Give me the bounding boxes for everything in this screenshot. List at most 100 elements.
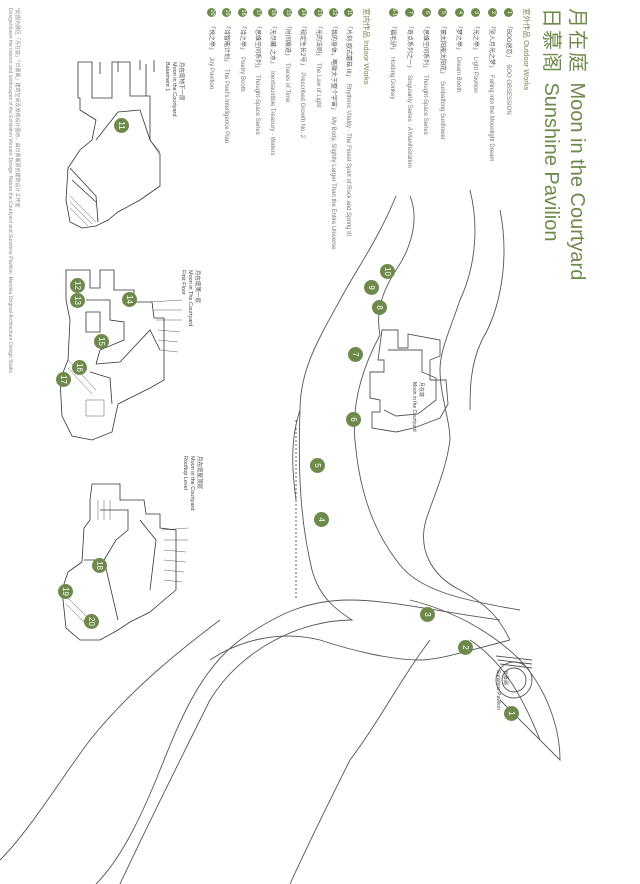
indoor-item-en: Rhythmic Vitality · The Finest Spirit of… <box>345 83 351 237</box>
outdoor-item-cn: 「梦之亭」 <box>455 23 462 54</box>
road-left-2 <box>289 639 431 884</box>
indoor-item[interactable]: 16 「无尽藏·之水」 Inexhaustible Treasury · Water… <box>266 8 278 155</box>
indoor-item-en: Prescribed Growth No. 2 <box>299 72 306 139</box>
indoor-item-number: 11 <box>344 8 354 17</box>
indoor-item-number: 12 <box>328 8 338 17</box>
outdoor-item-en: Thought-Space Series <box>422 75 429 135</box>
road-upper <box>423 189 511 641</box>
outdoor-item[interactable]: 6 「思维空间系列」 Thought-Space Series <box>420 8 432 135</box>
indoor-item[interactable]: 12 「我的身体，略微大于整个宇宙」 My Body, Slightly Large… <box>327 8 339 250</box>
indoor-item-cn: 「光的法则」 <box>314 23 321 60</box>
outdoor-item-en: Singularity Series · A Manifestation <box>406 75 412 168</box>
title-en-2: Sunshine Pavilion <box>540 82 562 242</box>
outdoor-item-en: Falling into the Moonlight Dream <box>488 75 495 162</box>
indoor-item-cn: 「悦之亭」 <box>208 23 215 54</box>
footnote-line-2: Design/drawn the interior and landscapes… <box>7 8 13 374</box>
peninsula-inner <box>469 639 541 741</box>
shore-line <box>292 409 301 501</box>
outdoor-item-cn: 「奇点系列之一」 <box>406 23 412 72</box>
indoor-item-number: 17 <box>252 8 262 17</box>
indoor-item-cn: 「无尽藏·之水」 <box>269 23 275 67</box>
outdoor-item-number: 4 <box>454 8 464 17</box>
indoor-item[interactable]: 14 「规定生长2号」 Prescribed Growth No. 2 <box>296 8 308 138</box>
outdoor-item[interactable]: 7 「奇点系列之一」 Singularity Series · A Manifest… <box>403 8 415 168</box>
indoor-item-number: 20 <box>207 8 217 17</box>
indoor-item[interactable]: 13 「光的法则」 The Law of Light <box>312 8 324 107</box>
outdoor-item-cn: 「思维空间系列」 <box>422 23 429 72</box>
peninsula <box>409 599 561 762</box>
outdoor-item-number: 7 <box>405 8 415 17</box>
outdoor-item-cn: 「寰太阳能太阳花」 <box>439 23 445 78</box>
indoor-item-cn: 「片刻·欧式蘑菇 III」 <box>345 23 351 80</box>
footnote-line-1: *此图为展区「月在庭」「日慕阁」建筑空间及景观设计图示，由日慕阁原创建筑设计工作… <box>14 8 20 208</box>
indoor-item-cn: 「规定生长2号」 <box>299 23 306 69</box>
lower-path <box>95 599 501 884</box>
outdoor-item-number: 2 <box>487 8 497 17</box>
pavilion-ring-inner <box>501 667 527 693</box>
outdoor-item-number: 3 <box>471 8 481 17</box>
footnote: *此图为展区「月在庭」「日慕阁」建筑空间及景观设计图示，由日慕阁原创建筑设计工作… <box>6 8 20 373</box>
building-outline <box>369 329 449 433</box>
indoor-item-number: 19 <box>222 8 232 17</box>
title-line-1: 月在庭 Moon in the Courtyard <box>565 8 594 280</box>
river-bank-left <box>119 195 397 884</box>
indoor-item-number: 15 <box>283 8 293 17</box>
building-inner <box>383 349 437 417</box>
title-cn-1: 月在庭 <box>566 8 590 74</box>
indoor-item[interactable]: 19「诗智能计划」The Poet's Intelligence Plan <box>220 8 232 143</box>
outdoor-item-en: Holding Donkey <box>389 57 396 100</box>
outdoor-item[interactable]: 3 「光之亭」 Light Pavilion <box>469 8 481 93</box>
indoor-item[interactable]: 17 「思维空间系列」 Thought-Space Series <box>251 8 263 135</box>
road-left <box>0 619 221 861</box>
outdoor-item-en: Light Pavilion <box>472 57 478 93</box>
indoor-item-cn: 「思维空间系列」 <box>253 23 260 72</box>
plan-marker-19[interactable]: 19 <box>58 584 73 599</box>
outdoor-item[interactable]: 5 「寰太阳能太阳花」 Sunbathing Sunflower <box>436 8 448 140</box>
outdoor-item-en: Dream Booth <box>455 57 462 93</box>
indoor-item-en: Inexhaustible Treasury · Waters <box>269 71 275 156</box>
plan-marker-20[interactable]: 20 <box>84 614 99 629</box>
indoor-heading: 室内作品 Indoor Works <box>362 8 371 85</box>
outdoor-item-en: BOO OBSESSION <box>505 64 511 115</box>
indoor-item-number: 16 <box>268 8 278 17</box>
lower-path-2 <box>209 635 511 661</box>
outdoor-heading: 室外作品 Outdoor Works <box>522 8 531 91</box>
road-right <box>469 209 505 411</box>
outdoor-item-number: 8-10 <box>388 8 398 20</box>
indoor-item[interactable]: 11 「片刻·欧式蘑菇 III」 Rhythmic Vitality · The F… <box>342 8 354 236</box>
outdoor-item-number: 5 <box>438 8 448 17</box>
indoor-item-number: 18 <box>237 8 247 17</box>
outdoor-item-number: 1 <box>504 8 514 17</box>
outdoor-item-en: Sunbathing Sunflower <box>439 81 445 140</box>
pavilion-steps <box>495 655 533 669</box>
indoor-item-cn: 「我的身体，略微大于整个宇宙」 <box>329 23 336 114</box>
outdoor-item-number: 6 <box>421 8 431 17</box>
indoor-item-en: My Body, Slightly Larger Than the Entire… <box>329 117 336 250</box>
outdoor-item[interactable]: 4 「梦之亭」 Dream Booth <box>453 8 465 92</box>
indoor-item[interactable]: 15 「时间痕迹」 Traces of Time <box>281 8 293 102</box>
indoor-item-en: Thought-Space Series <box>253 75 260 135</box>
indoor-item-number: 14 <box>298 8 308 17</box>
indoor-item-cn: 「诗智能计划」 <box>223 23 230 66</box>
outdoor-item-cn: 「光之亭」 <box>472 23 478 54</box>
plan-basement <box>65 60 161 229</box>
indoor-item-en: Traces of Time <box>284 63 291 103</box>
title-line-2: 日慕阁 Sunshine Pavilion <box>539 8 568 241</box>
outdoor-item[interactable]: 8-10 「福毛驴」 Holding Donkey <box>387 8 399 99</box>
title-en-1: Moon in the Courtyard <box>566 82 588 281</box>
indoor-item-en: The Law of Light <box>314 63 321 108</box>
indoor-item[interactable]: 18 「诗之亭」 Poetry Booth <box>236 8 248 92</box>
title-cn-2: 日慕阁 <box>540 8 564 74</box>
indoor-item-number: 13 <box>313 8 323 17</box>
outdoor-item-cn: 「福毛驴」 <box>389 23 396 54</box>
outdoor-item-cn: 「坠入月光之梦」 <box>488 23 495 72</box>
outdoor-item[interactable]: 1 「BOO迷恋」 BOO OBSESSION <box>502 8 514 115</box>
indoor-item[interactable]: 20「悦之亭」Joy Pavilion <box>205 8 217 89</box>
outdoor-item[interactable]: 2 「坠入月光之梦」 Falling into the Moonlight Drea… <box>486 8 498 161</box>
indoor-item-en: Poetry Booth <box>238 57 245 92</box>
indoor-item-cn: 「时间痕迹」 <box>284 23 291 60</box>
outdoor-item-cn: 「BOO迷恋」 <box>505 23 511 61</box>
indoor-item-cn: 「诗之亭」 <box>238 23 245 54</box>
legend: 月在庭 Moon in the Courtyard 日慕阁 Sunshine P… <box>4 8 594 568</box>
